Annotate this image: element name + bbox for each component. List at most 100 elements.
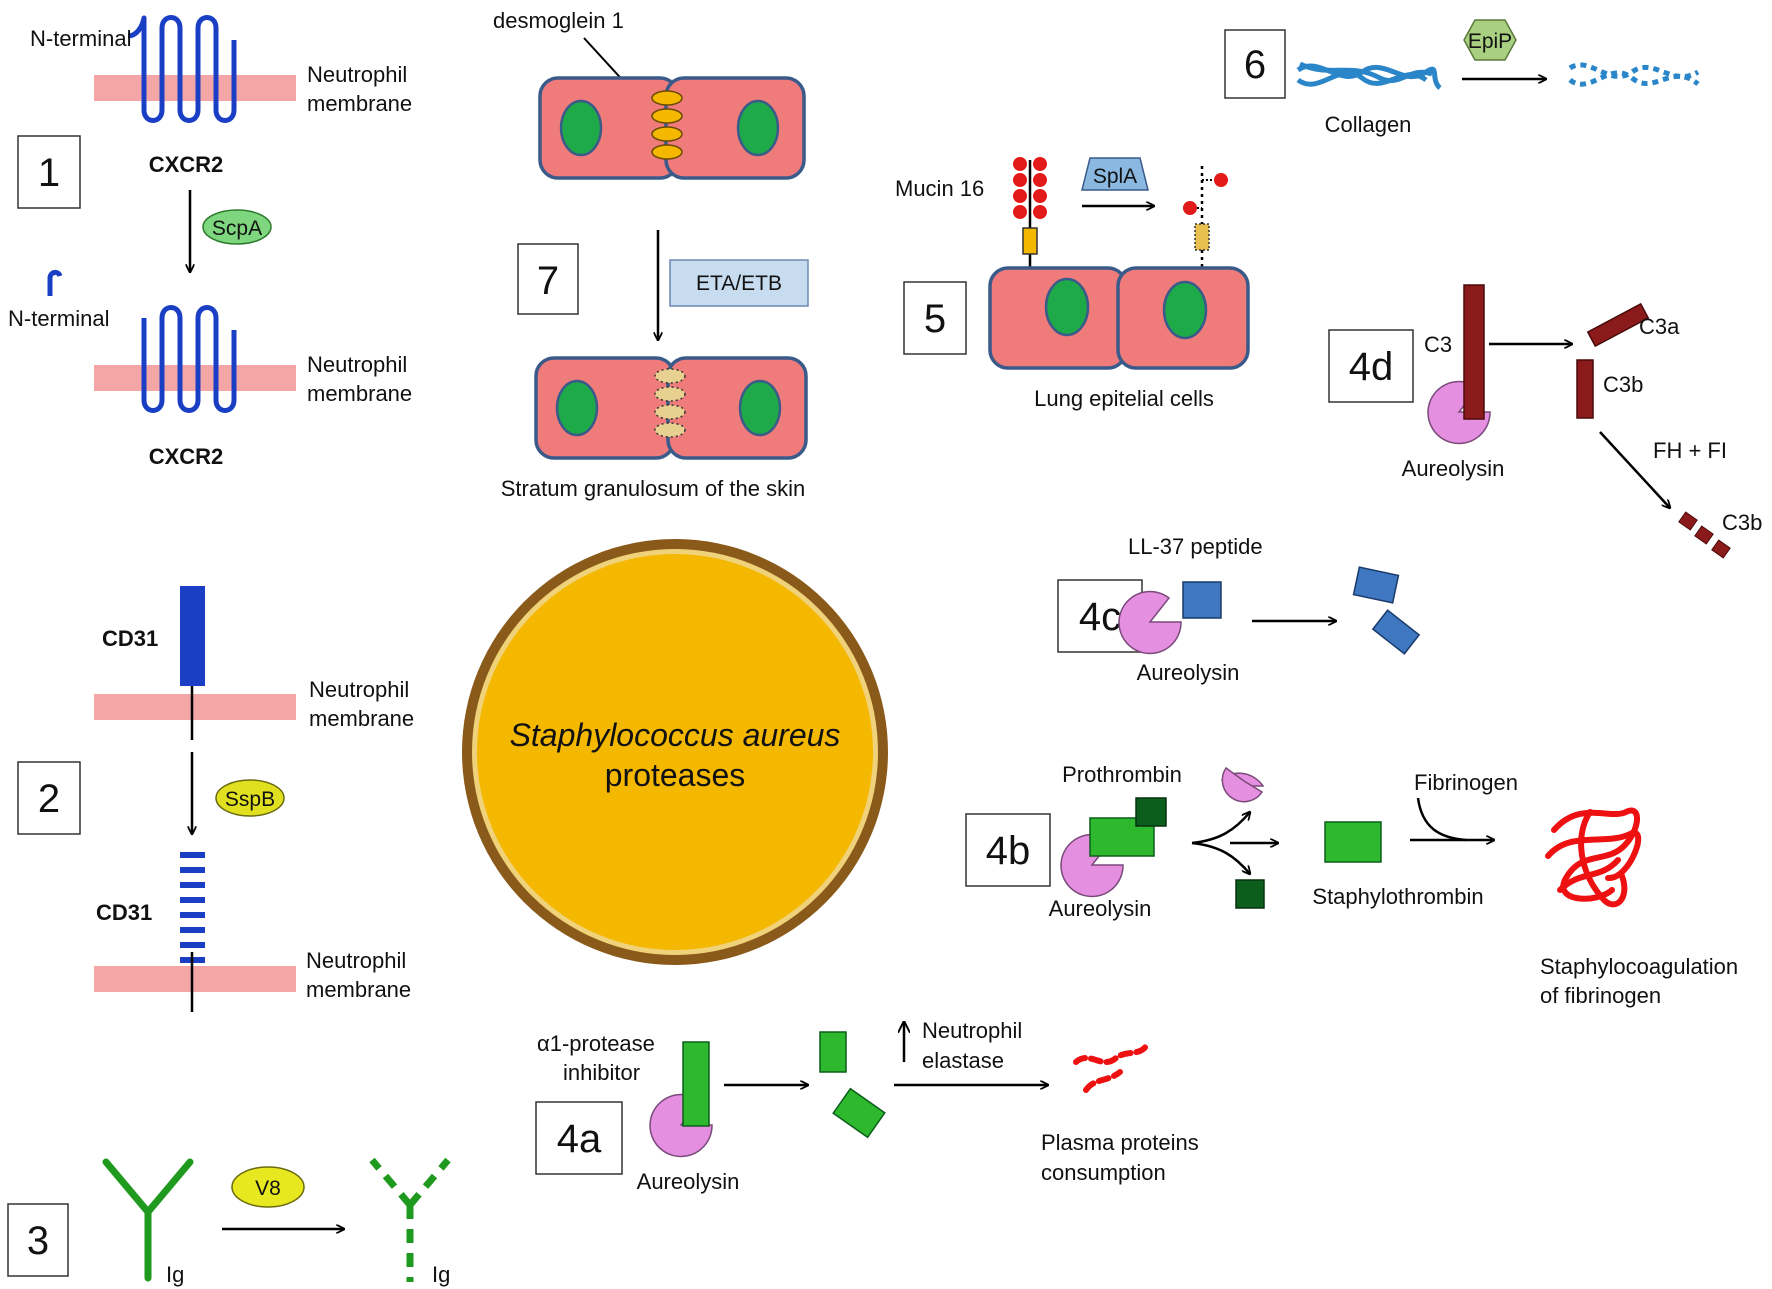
arrow-4b-up [1191,812,1250,845]
skin-cell-top-right [664,76,806,180]
elastase-label-1: Neutrophil [922,1018,1022,1043]
number-6: 6 [1244,43,1266,87]
membrane-label-bot-2: membrane [307,381,412,406]
ll37-label: LL-37 peptide [1128,534,1263,559]
skin-cell-bottom-right [666,356,808,460]
desmoglein-label: desmoglein 1 [493,8,624,33]
alpha1-inhibitor [682,1041,710,1127]
c3-protein [1463,284,1485,420]
number-7: 7 [537,259,559,303]
scpa-enzyme [202,209,272,245]
number-2: 2 [38,777,60,821]
eta-etb-enzyme [669,259,809,307]
center-title-line2: proteases [605,757,746,793]
panel-5: Mucin 16 SplA 5 Lung epitelial cells [895,157,1250,411]
staphylothrombin-label: Staphylothrombin [1312,884,1483,909]
coagulation-label-1: Staphylocoagulation [1540,954,1738,979]
number-box-1 [17,135,81,209]
mucin-anchor [1022,227,1038,255]
panel-6: 6 Collagen EpiP [1224,19,1700,137]
mucin-cleaved-anchor [1194,223,1210,251]
collagen-fiber [1296,61,1442,90]
membrane-bottom-2 [94,966,296,992]
v8-enzyme [231,1166,305,1208]
number-3: 3 [27,1219,49,1263]
cd31-fragments [180,852,205,963]
cd31-label-bottom: CD31 [96,900,152,925]
number-box-3 [7,1203,69,1277]
cxcr2-label-top: CXCR2 [149,152,224,177]
panel-3: 3 Ig V8 Ig [7,1157,451,1287]
epip-label: EpiP [1468,30,1512,53]
ig-antibody-cleaved [369,1157,451,1282]
membrane-label-top-2: membrane [307,91,412,116]
collagen-label: Collagen [1325,112,1412,137]
fibrinogen-label: Fibrinogen [1414,770,1518,795]
prothrombin-fragment [1235,879,1265,909]
ll37-fragment-2 [1371,609,1421,655]
cxcr2-label-bottom: CXCR2 [149,444,224,469]
spla-enzyme [1081,157,1149,191]
aureolysin-4a-label: Aureolysin [637,1169,740,1194]
sspb-enzyme [215,779,285,817]
number-4a: 4a [557,1117,602,1161]
staphylococcus-cell: Staphylococcus aureus proteases [462,539,888,965]
fibrin-clot [1545,807,1642,908]
spla-label: SplA [1093,165,1137,188]
staphylothrombin [1324,821,1382,863]
inhibitor-fragment-2 [832,1087,886,1139]
number-box-4a [535,1101,623,1175]
aureolysin-4c-label: Aureolysin [1137,660,1240,685]
coagulation-label-2: of fibrinogen [1540,983,1661,1008]
membrane-label-bot-1: Neutrophil [307,352,407,377]
number-box-6 [1224,29,1286,99]
sspb-label: SspB [225,788,275,811]
eta-etb-label: ETA/ETB [696,272,782,295]
panel-7: desmoglein 1 7 ETA/ETB Stratum granulosu… [493,8,809,501]
number-box-4b [965,813,1051,887]
n-terminal-fragment [47,269,63,296]
ig-antibody-intact [102,1158,194,1282]
lung-cells-label: Lung epitelial cells [1034,386,1214,411]
c3a-label: C3a [1639,314,1680,339]
collagen-fragments [1568,62,1700,87]
center-title-line1: Staphylococcus aureus [510,717,841,753]
prothrombin-small [1135,797,1167,827]
number-box-5 [903,281,967,355]
cd31-label-top: CD31 [102,626,158,651]
mucin-label: Mucin 16 [895,176,984,201]
number-4c: 4c [1079,595,1121,639]
arrow-4b-down [1191,841,1250,874]
membrane-2-label-bot-2: membrane [306,977,411,1002]
n-terminal-label-free: N-terminal [8,306,109,331]
aureolysin-4d-label: Aureolysin [1402,456,1505,481]
stratum-label: Stratum granulosum of the skin [501,476,805,501]
n-terminal-label-top: N-terminal [30,26,131,51]
c3b-fragment [1576,359,1594,419]
aureolysin-released-pac [1221,766,1264,803]
number-box-7 [517,243,579,315]
arrow-4d-decay [1599,431,1670,508]
fibrinogen-curve [1416,797,1467,842]
aureolysin-4d [1427,380,1491,445]
c3b-inactive-fragments [1678,511,1731,559]
membrane-top-2 [94,694,296,720]
number-box-4d [1328,329,1414,403]
scpa-label: ScpA [212,217,262,240]
ll37-peptide [1182,581,1222,619]
membrane-2-label-top-1: Neutrophil [309,677,409,702]
panel-4a: α1-protease inhibitor 4a Aureolysin Neut… [535,1018,1199,1194]
c3b-label: C3b [1603,372,1643,397]
membrane-top [94,75,296,101]
ig-label-right: Ig [432,1262,450,1287]
ig-label-left: Ig [166,1262,184,1287]
ll37-fragment-1 [1352,566,1400,604]
plasma-label-1: Plasma proteins [1041,1130,1199,1155]
panel-4d: 4d C3 Aureolysin C3a C3b FH + FI C3b [1328,284,1762,559]
factors-label: FH + FI [1653,438,1727,463]
mucin-glycans [1013,157,1047,219]
epip-enzyme [1463,19,1517,61]
cxcr2-receptor-bottom [141,305,237,413]
number-4d: 4d [1349,345,1394,389]
